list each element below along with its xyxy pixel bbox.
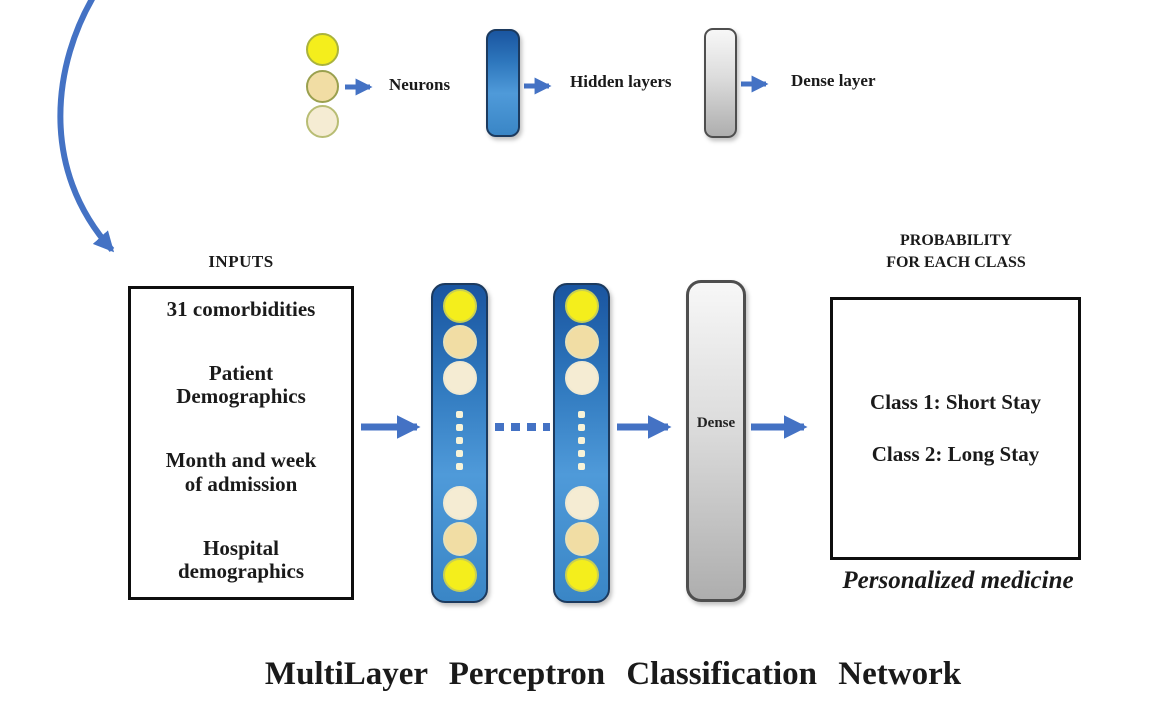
neuron-cream-icon	[442, 361, 477, 395]
neuron-cream-icon	[564, 361, 599, 395]
neuron-ellipsis-dots	[578, 405, 585, 476]
hidden-layer-column-1	[431, 283, 488, 603]
neuron-yellow-icon	[442, 558, 477, 592]
dense-layer-pill: Dense	[686, 280, 746, 602]
inputs-title: INPUTS	[208, 252, 274, 271]
figure-title: MultiLayer Perceptron Classification Net…	[264, 656, 962, 692]
input-item-comorbidities: 31 comorbidities	[166, 297, 316, 321]
output-box: Class 1: Short Stay Class 2: Long Stay	[830, 297, 1081, 560]
input-item-hospital-demographics: Hospital demographics	[178, 535, 304, 584]
personalized-medicine-caption: Personalized medicine	[842, 567, 1074, 594]
output-class-2: Class 2: Long Stay	[871, 442, 1040, 466]
neuron-wheat-icon	[442, 325, 477, 359]
neuron-cream-icon	[442, 486, 477, 520]
inputs-box: 31 comorbidities Patient Demographics Mo…	[128, 286, 354, 600]
legend-neurons-label: Neurons	[389, 75, 451, 94]
neuron-wheat-icon	[442, 522, 477, 556]
legend-hidden-layers-label: Hidden layers	[570, 72, 672, 91]
hidden-layer-column-2	[553, 283, 610, 603]
neuron-ellipsis-dots	[456, 405, 463, 476]
legend-dense-layer-icon	[704, 28, 737, 138]
curved-intro-arrow	[57, 0, 115, 253]
input-item-admission-time: Month and week of admission	[165, 448, 317, 496]
neuron-cream-icon	[564, 486, 599, 520]
legend-neuron-cream-icon	[306, 105, 339, 138]
legend-neuron-wheat-icon	[306, 70, 339, 103]
legend-hidden-layer-icon	[486, 29, 520, 137]
neuron-yellow-icon	[564, 289, 599, 323]
output-class-1: Class 1: Short Stay	[870, 390, 1041, 414]
neuron-yellow-icon	[564, 558, 599, 592]
neuron-wheat-icon	[564, 522, 599, 556]
output-title: PROBABILITY FOR EACH CLASS	[886, 232, 1026, 271]
legend-dense-layer-label: Dense layer	[791, 71, 876, 90]
dense-layer-text: Dense	[696, 415, 736, 431]
neuron-wheat-icon	[564, 325, 599, 359]
input-item-patient-demographics: Patient Demographics	[176, 360, 306, 409]
neuron-yellow-icon	[442, 289, 477, 323]
legend-neuron-yellow-icon	[306, 33, 339, 66]
